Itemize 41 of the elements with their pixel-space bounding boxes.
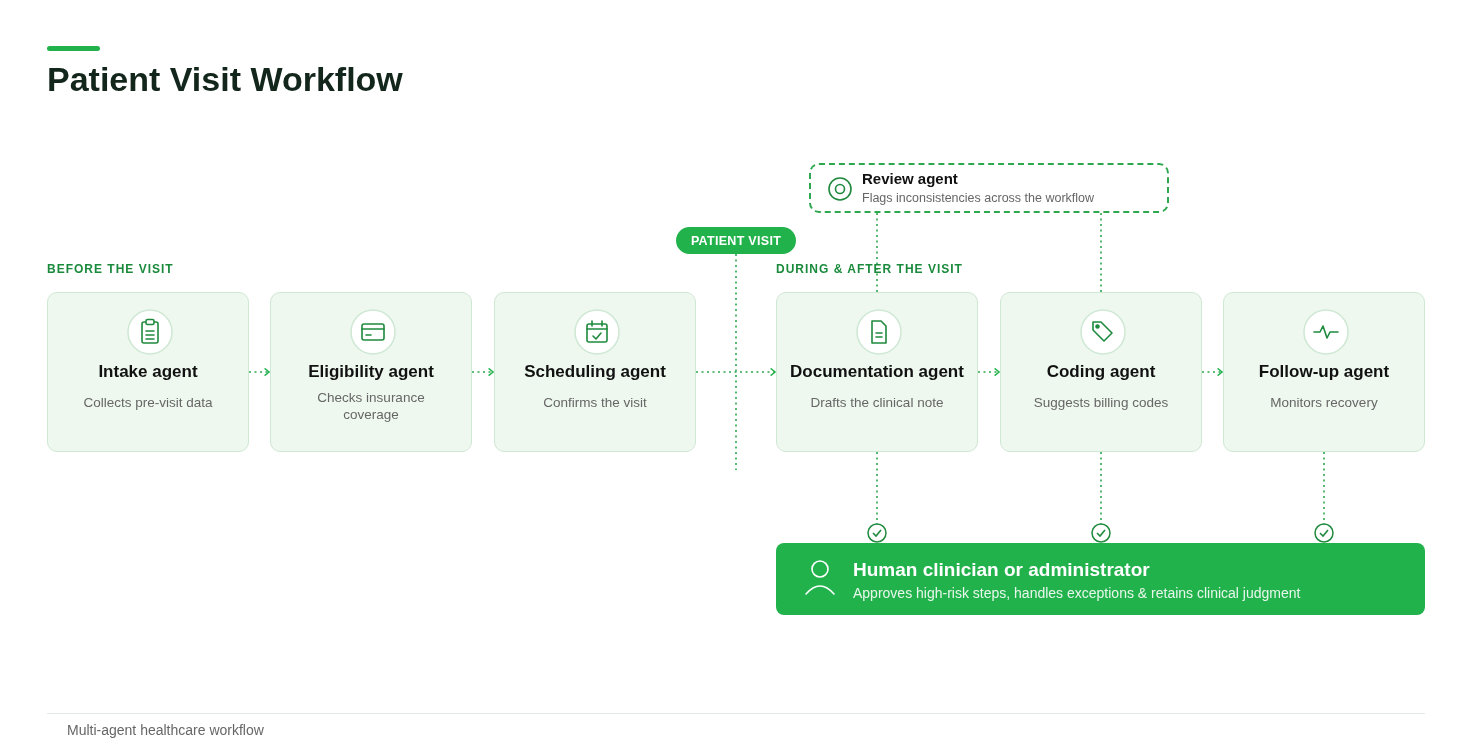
node-description: Monitors recovery — [1269, 394, 1379, 411]
node-description: Checks insurance coverage — [316, 389, 426, 423]
human-panel — [776, 543, 1425, 615]
arrow — [248, 367, 271, 377]
node-description: Confirms the visit — [542, 394, 648, 411]
agent-card — [1000, 292, 1202, 452]
agent-card — [47, 292, 249, 452]
section-label: DURING & AFTER THE VISIT — [776, 262, 963, 276]
node-title: Intake agent — [97, 362, 199, 382]
footer-text: Multi-agent healthcare workflow — [67, 722, 264, 738]
node-title: PATIENT VISIT — [690, 233, 782, 248]
arrow — [977, 367, 1001, 377]
agent-card — [776, 292, 978, 452]
node-title: Scheduling agent — [523, 362, 667, 382]
node-title: Eligibility agent — [307, 362, 435, 382]
arrow — [1201, 367, 1224, 377]
milestone-pill — [676, 227, 796, 254]
node-description: Suggests billing codes — [1032, 394, 1170, 411]
agent-card — [494, 292, 696, 452]
agent-card — [270, 292, 472, 452]
node-description: Drafts the clinical note — [809, 394, 945, 411]
arrow — [471, 367, 495, 377]
approval-connector — [1314, 451, 1334, 544]
diagram-title: Patient Visit Workflow — [47, 60, 403, 99]
connector-line — [876, 212, 878, 293]
review-box — [809, 163, 1169, 213]
node-description: Collects pre-visit data — [82, 394, 214, 411]
node-title: Coding agent — [1045, 362, 1157, 382]
arrow — [695, 367, 777, 377]
connector-line — [1100, 212, 1102, 293]
section-label: BEFORE THE VISIT — [47, 262, 174, 276]
node-title: Review agent — [862, 170, 958, 187]
node-description: Approves high-risk steps, handles exceptions & retains clinical judgment — [853, 585, 1301, 601]
node-title: Follow-up agent — [1257, 362, 1391, 382]
approval-connector — [1091, 451, 1111, 544]
connector-line — [735, 253, 737, 471]
node-title: Human clinician or administrator — [853, 559, 1150, 581]
node-description: Flags inconsistencies across the workflow — [862, 191, 1095, 205]
approval-connector — [867, 451, 887, 544]
agent-card — [1223, 292, 1425, 452]
node-title: Documentation agent — [789, 362, 965, 382]
